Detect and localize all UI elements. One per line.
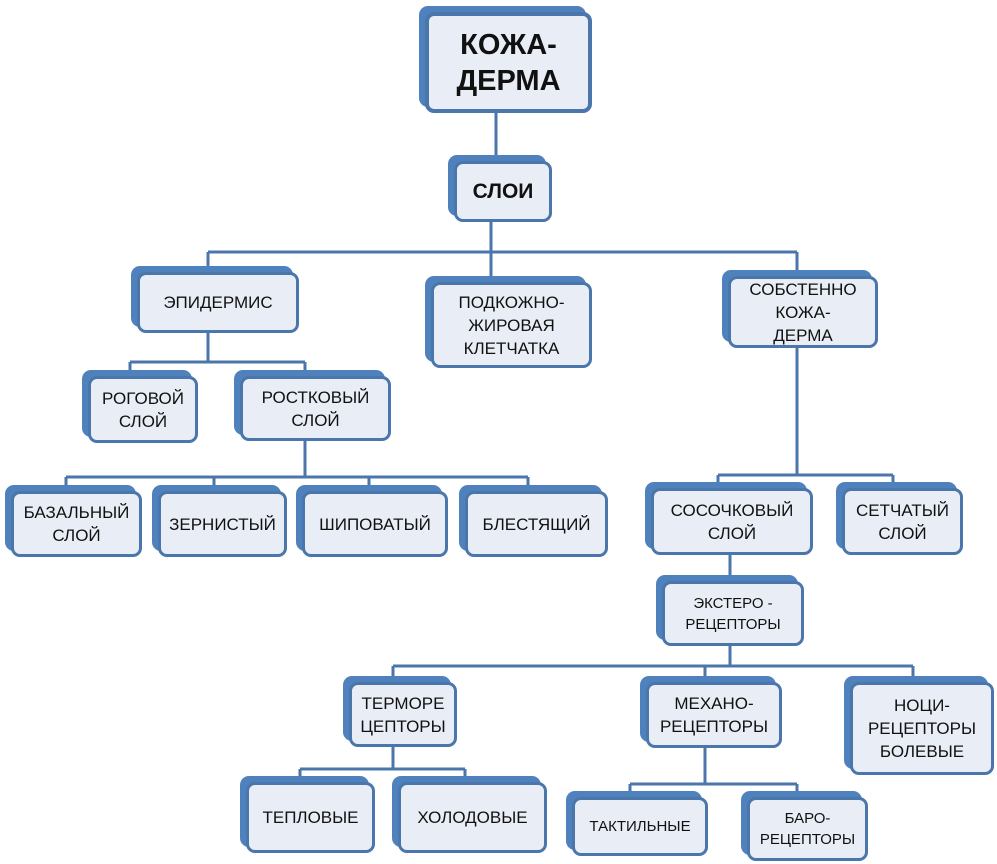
node-granular: ЗЕРНИСТЫЙ — [152, 485, 287, 557]
node-basal: БАЗАЛЬНЫЙ СЛОЙ — [5, 485, 142, 557]
node-root: КОЖА- ДЕРМА — [419, 6, 592, 113]
node-exteroreceptors: ЭКСТЕРО - РЕЦЕПТОРЫ — [656, 575, 804, 646]
node-tactile-label: ТАКТИЛЬНЫЕ — [589, 818, 691, 835]
node-layers-label: СЛОИ — [472, 180, 534, 203]
node-dermis-proper-label: СОБСТЕННО КОЖА- ДЕРМА — [749, 279, 857, 345]
node-papillary-label: СОСОЧКОВЫЙ СЛОЙ — [670, 500, 794, 543]
node-reticular-label: СЕТЧАТЫЙ СЛОЙ — [856, 500, 949, 543]
node-layers: СЛОИ — [448, 155, 552, 222]
node-lucid-label: БЛЕСТЯЩИЙ — [482, 514, 591, 534]
node-cold: ХОЛОДОВЫЕ — [392, 776, 547, 853]
node-cold-label: ХОЛОДОВЫЕ — [417, 808, 528, 827]
node-mechanoreceptors-label: МЕХАНО- РЕЦЕПТОРЫ — [659, 694, 769, 736]
node-thermoreceptors-label: ТЕРМОРЕ ЦЕПТОРЫ — [360, 693, 446, 736]
node-subcutaneous: ПОДКОЖНО- ЖИРОВАЯ КЛЕТЧАТКА — [425, 276, 592, 368]
node-heat-label: ТЕПЛОВЫЕ — [262, 808, 359, 827]
node-basal-label: БАЗАЛЬНЫЙ СЛОЙ — [23, 503, 130, 545]
node-tactile: ТАКТИЛЬНЫЕ — [566, 791, 708, 856]
node-horny-layer: РОГОВОЙ СЛОЙ — [82, 370, 198, 443]
node-subcutaneous-label: ПОДКОЖНО- ЖИРОВАЯ КЛЕТЧАТКА — [458, 292, 565, 358]
node-exteroreceptors-label: ЭКСТЕРО - РЕЦЕПТОРЫ — [685, 594, 781, 633]
node-germinal-layer-label: РОСТКОВЫЙ СЛОЙ — [261, 387, 370, 430]
node-root-label: КОЖА- ДЕРМА — [456, 28, 561, 97]
node-granular-label: ЗЕРНИСТЫЙ — [169, 514, 276, 534]
node-reticular: СЕТЧАТЫЙ СЛОЙ — [836, 482, 963, 555]
node-germinal-layer: РОСТКОВЫЙ СЛОЙ — [234, 370, 391, 441]
node-mechanoreceptors: МЕХАНО- РЕЦЕПТОРЫ — [640, 676, 782, 748]
node-lucid: БЛЕСТЯЩИЙ — [459, 485, 608, 557]
node-spinous: ШИПОВАТЫЙ — [296, 485, 448, 557]
node-baroreceptors: БАРО- РЕЦЕПТОРЫ — [741, 791, 868, 861]
node-horny-layer-label: РОГОВОЙ СЛОЙ — [102, 388, 184, 431]
node-epidermis-label: ЭПИДЕРМИС — [163, 293, 273, 312]
node-heat: ТЕПЛОВЫЕ — [240, 776, 375, 853]
node-nociceptors-label: НОЦИ- РЕЦЕПТОРЫ БОЛЕВЫЕ — [867, 696, 977, 761]
node-thermoreceptors: ТЕРМОРЕ ЦЕПТОРЫ — [343, 676, 457, 747]
node-dermis-proper: СОБСТЕННО КОЖА- ДЕРМА — [722, 270, 878, 348]
node-baroreceptors-label: БАРО- РЕЦЕПТОРЫ — [759, 810, 856, 848]
node-epidermis: ЭПИДЕРМИС — [131, 266, 299, 333]
node-papillary: СОСОЧКОВЫЙ СЛОЙ — [645, 482, 813, 555]
node-nociceptors: НОЦИ- РЕЦЕПТОРЫ БОЛЕВЫЕ — [844, 676, 994, 775]
node-spinous-label: ШИПОВАТЫЙ — [319, 514, 431, 534]
